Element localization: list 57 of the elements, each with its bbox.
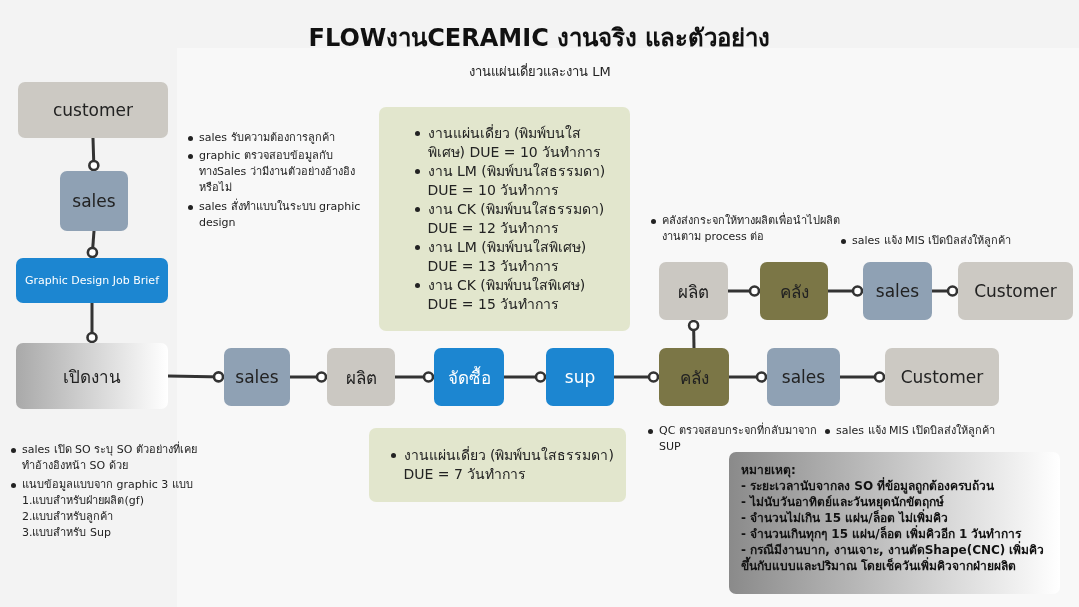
process-box: Graphic Design Job Brief: [16, 258, 168, 303]
connector: [504, 371, 547, 383]
process-box: คลัง: [760, 262, 828, 320]
connector: [728, 285, 761, 297]
bullet-text: QC ตรวจสอบกระจกที่กลับมาจาก SUP: [659, 424, 817, 453]
list-item: งาน LM (พิมพ์บนใสธรรมดา) DUE = 10 วันทำการ: [427, 163, 606, 198]
connector: [687, 319, 700, 349]
list-item: งาน CK (พิมพ์บนใสพิเศษ) DUE = 15 วันทำการ: [427, 277, 586, 312]
list-text: 1.แบบสำหรับฝ่ายผลิต(gf): [22, 494, 144, 507]
note-line: - ระยะเวลานับจากลง SO ที่ข้อมูลถูกต้องครบถ้วน: [741, 478, 996, 494]
process-box: ผลิต: [659, 262, 728, 320]
process-box: Customer: [958, 262, 1073, 320]
bullet-text: sales แจ้ง MIS เปิดบิลส่งให้ลูกค้า: [852, 234, 1012, 247]
connector: [86, 230, 99, 259]
process-box: sales: [60, 171, 128, 231]
connector: [86, 303, 98, 344]
connector: [88, 137, 100, 172]
list-item: งานแผ่นเดี่ยว (พิมพ์บนใสพิเศษ) DUE = 10 วันทำการ: [427, 125, 602, 160]
list-item: งาน LM (พิมพ์บนใสพิเศษ) DUE = 13 วันทำการ: [427, 239, 587, 274]
connector: [614, 371, 660, 383]
note-line: - กรณีมีงานบาก, งานเจาะ, งานตัดShape(CNC) เพิ่มคิวขึ้นกับแบบและปริมาณ โดยเช็ควันเพิ่มคิวจากฝ่ายผลิต: [741, 542, 1046, 574]
process-box: sales: [767, 348, 840, 406]
list-text: 3.แบบสำหรับ Sup: [22, 526, 111, 539]
connector: [840, 371, 886, 383]
title: FLOWงานCERAMIC งานจริง และตัวอย่าง: [307, 23, 772, 54]
bullet-text: sales แจ้ง MIS เปิดบิลส่งให้ลูกค้า: [836, 424, 996, 437]
list-item: งานแผ่นเดี่ยว (พิมพ์บนใสธรรมดา) DUE = 7 วันทำการ: [403, 447, 614, 482]
list-text: 2.แบบสำหรับลูกค้า: [22, 510, 114, 523]
process-box: คลัง: [659, 348, 729, 406]
bullet-text: sales เปิด SO ระบุ SO ตัวอย่างที่เคยทำอ้างอิงหน้า SO ด้วย: [22, 443, 197, 472]
list-item: งาน CK (พิมพ์บนใสธรรมดา) DUE = 12 วันทำการ: [427, 201, 605, 236]
connector: [290, 371, 328, 383]
process-box: customer: [18, 82, 168, 138]
process-box: sup: [546, 348, 614, 406]
note-line: หมายเหตุ:: [741, 462, 797, 478]
connector: [932, 285, 959, 297]
connector: [729, 371, 768, 383]
connector: [395, 371, 435, 383]
process-box: ผลิต: [327, 348, 395, 406]
note-line: - ไม่นับวันอาทิตย์และวันหยุดนักขัตฤกษ์: [741, 494, 945, 510]
bullet-text: sales รับความต้องการลูกค้า: [199, 131, 335, 144]
note-line: - จำนวนเกินทุกๆ 15 แผ่น/ล็อต เพิ่มคิวอีก 1 วันทำการ: [741, 526, 1022, 542]
process-box: จัดซื้อ: [434, 348, 504, 406]
bullet-text: sales สั่งทำแบบในระบบ graphic design: [199, 200, 361, 229]
connector: [828, 285, 864, 297]
info-panel: [379, 107, 630, 331]
note-box: [729, 452, 1060, 594]
process-box: sales: [863, 262, 932, 320]
process-box: Customer: [885, 348, 999, 406]
bullet-text: คลังส่งกระจกให้ทางผลิตเพื่อนำไปผลิตงานตาม process ต่อ: [662, 214, 840, 243]
bullet-text: แนบข้อมูลแบบจาก graphic 3 แบบ: [22, 478, 193, 491]
note-line: - จำนวนไม่เกิน 15 แผ่น/ล็อต ไม่เพิ่มคิว: [741, 510, 949, 525]
info-panel: [369, 428, 626, 502]
process-box: sales: [224, 348, 290, 406]
subtitle: งานแผ่นเดี่ยวและงาน LM: [469, 64, 611, 79]
process-box: เปิดงาน: [16, 343, 168, 409]
connector: [167, 371, 225, 383]
